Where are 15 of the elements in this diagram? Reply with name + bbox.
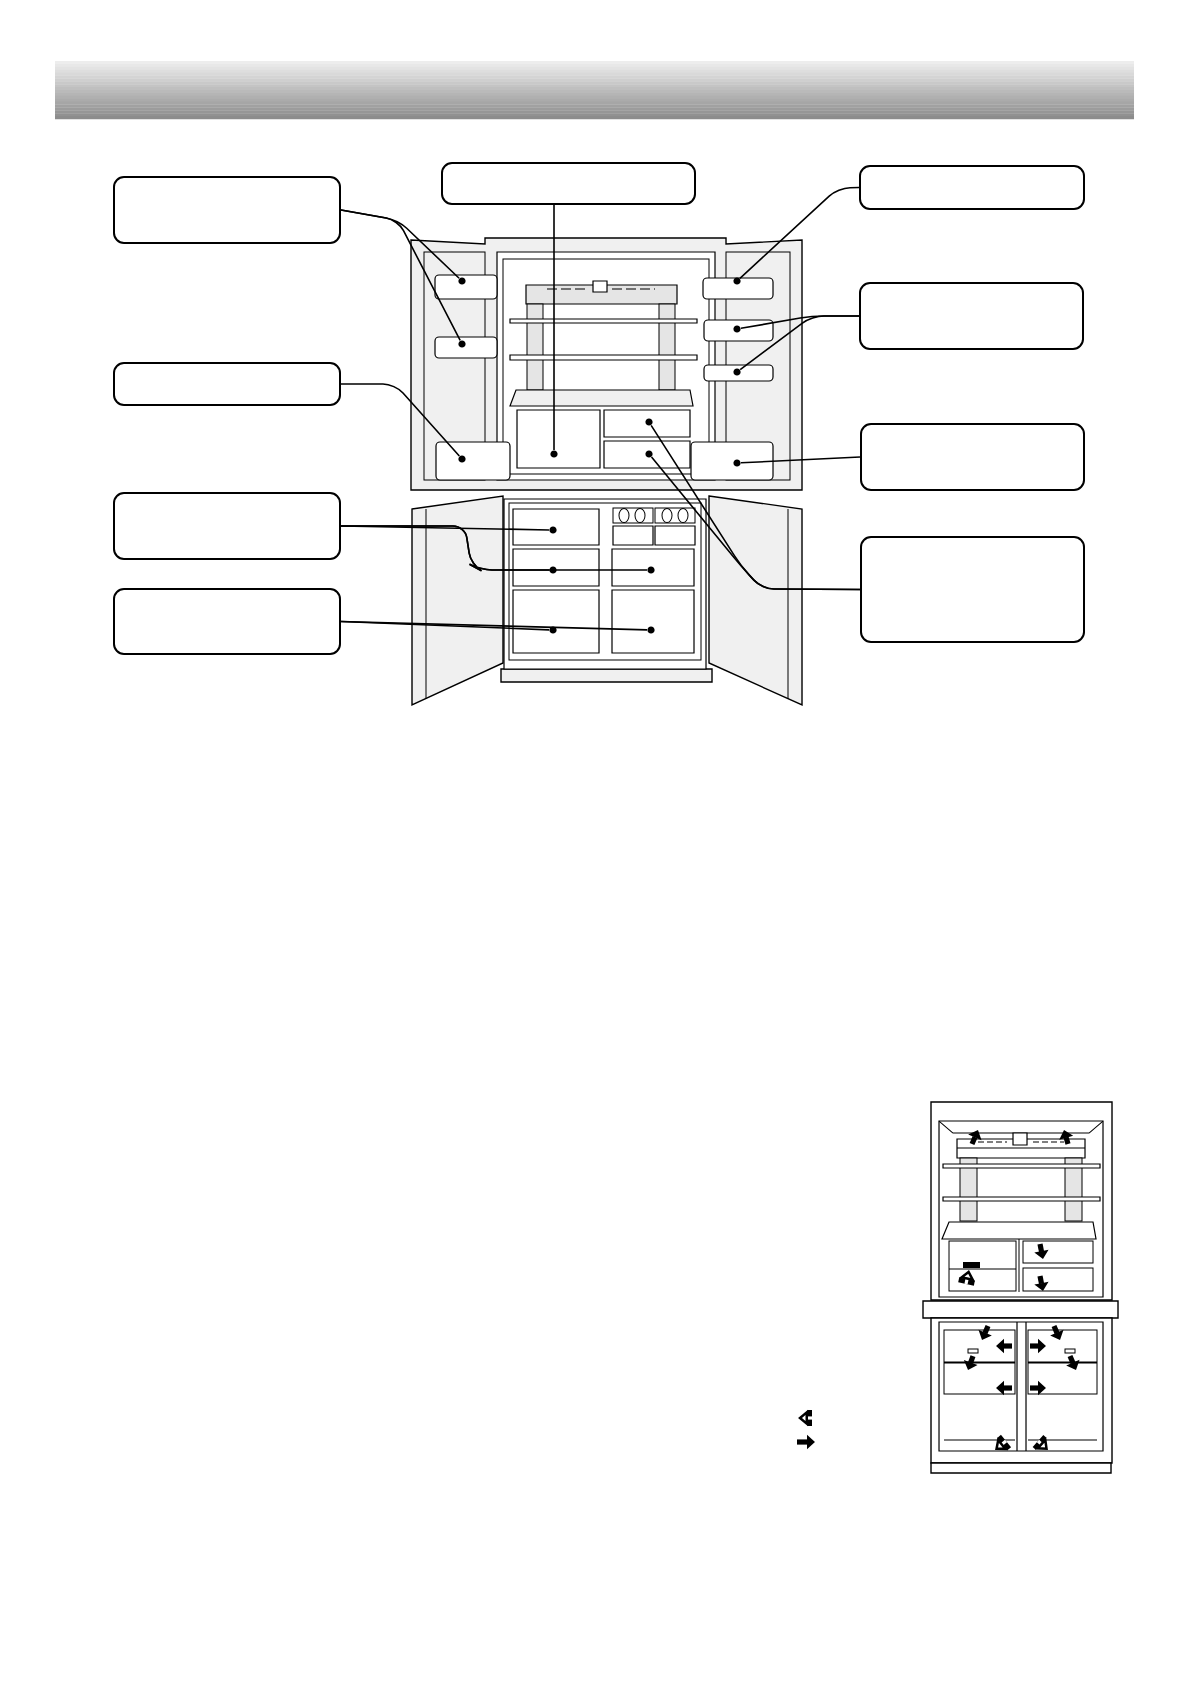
callout-box	[859, 165, 1085, 210]
callout-box	[113, 362, 341, 406]
leader-line	[340, 525, 648, 572]
callout-box	[113, 492, 341, 560]
leader-line	[650, 456, 861, 591]
callout-box	[113, 588, 341, 655]
leader-line	[340, 209, 461, 342]
leader-line	[553, 204, 555, 451]
leader-line	[340, 383, 461, 457]
callout-box	[860, 536, 1085, 643]
callout-box	[113, 176, 341, 244]
callout-box	[860, 423, 1085, 491]
leader-line	[340, 620, 648, 631]
callout-box	[441, 162, 696, 205]
callout-box	[859, 282, 1084, 350]
